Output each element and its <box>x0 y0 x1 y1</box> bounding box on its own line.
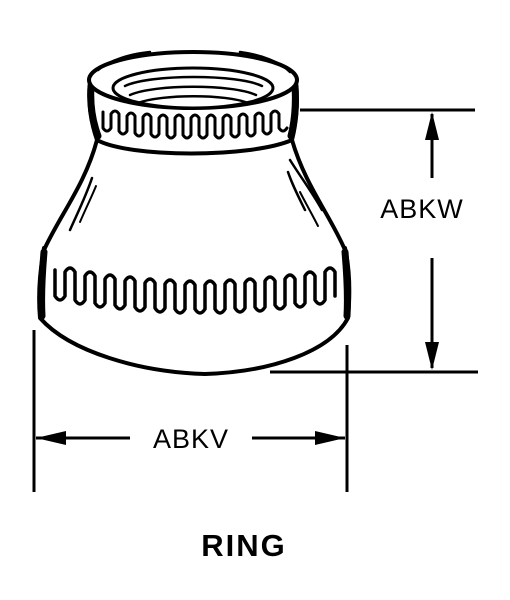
ring-illustration <box>37 50 352 376</box>
height-dimension: ABKW <box>270 108 478 374</box>
width-dimension-label: ABKV <box>153 424 229 454</box>
ring-shoulder <box>42 138 347 252</box>
width-arrow-right <box>315 431 345 445</box>
height-dimension-label: ABKW <box>380 194 464 224</box>
height-arrow-bottom <box>425 342 439 370</box>
width-dimension: ABKV <box>32 330 349 492</box>
ring-collar <box>87 50 299 156</box>
part-name-caption: RING <box>201 528 287 563</box>
ring-base <box>37 246 352 376</box>
width-arrow-left <box>36 431 66 445</box>
collar-knurling <box>101 109 289 140</box>
base-knurling <box>53 266 337 315</box>
height-arrow-top <box>425 112 439 140</box>
